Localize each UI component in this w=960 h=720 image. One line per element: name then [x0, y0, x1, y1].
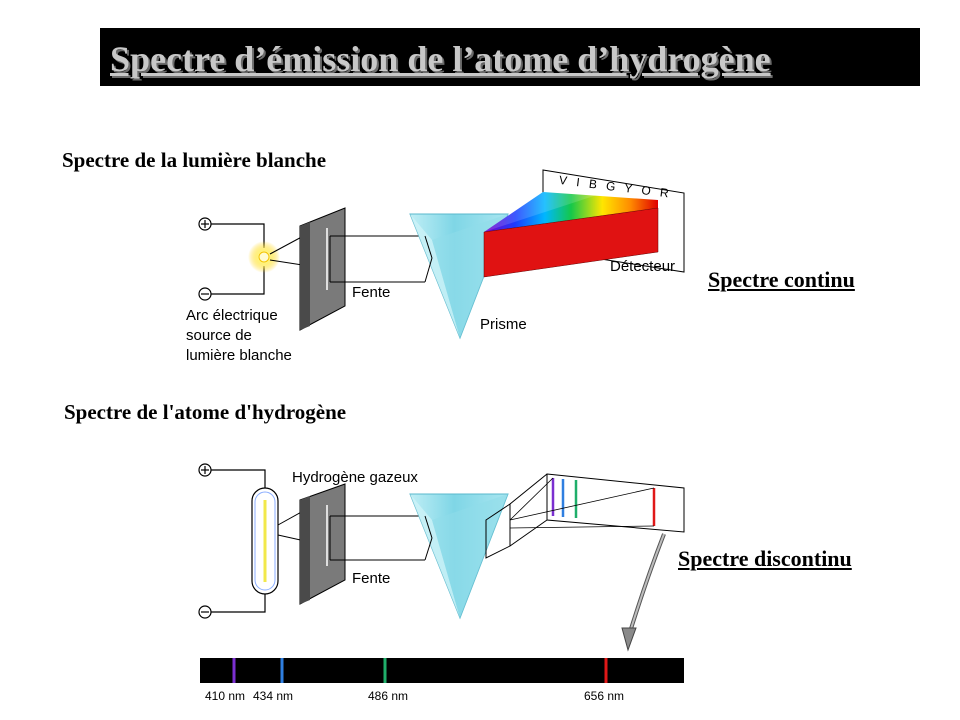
hydrogen-setup — [198, 463, 685, 652]
prism-label: Prisme — [480, 316, 527, 333]
emission-spectrum-strip — [200, 658, 684, 683]
electric-arc-icon — [248, 241, 280, 273]
wavelength-label-486: 486 nm — [368, 689, 409, 703]
source-label-line-2: source de — [186, 327, 252, 344]
minus-terminal-icon — [198, 287, 212, 301]
title-bar: Spectre d’émission de l’atome d’hydrogèn… — [100, 28, 920, 86]
wavelength-label-656: 656 nm — [584, 689, 625, 703]
wavelength-label-410: 410 nm — [205, 689, 246, 703]
slit-label-2: Fente — [352, 570, 391, 587]
continuous-spectrum-label: Spectre continu — [708, 267, 855, 292]
hydrogen-gas-label: Hydrogène gazeux — [292, 469, 418, 486]
arrow-down-icon — [621, 533, 666, 652]
plus-terminal-icon — [198, 463, 212, 477]
minus-terminal-icon — [198, 605, 212, 619]
detector-label: Détecteur — [610, 258, 676, 275]
slit-plate-1 — [299, 207, 346, 331]
white-light-setup — [198, 169, 685, 340]
hydrogen-tube-icon — [251, 487, 279, 595]
white-light-heading: Spectre de la lumière blanche — [62, 148, 327, 172]
discontinuous-spectrum-label: Spectre discontinu — [678, 546, 852, 571]
hydrogen-heading: Spectre de l'atome d'hydrogène — [64, 400, 347, 424]
plus-terminal-icon — [198, 217, 212, 231]
source-label-line-3: lumière blanche — [186, 347, 292, 364]
source-label-line-1: Arc électrique — [186, 307, 278, 324]
wavelength-label-434: 434 nm — [253, 689, 294, 703]
slit-label-1: Fente — [352, 284, 391, 301]
page-title: Spectre d’émission de l’atome d’hydrogèn… — [110, 39, 771, 79]
slit-plate-2 — [299, 483, 346, 605]
prism-2 — [409, 493, 509, 620]
